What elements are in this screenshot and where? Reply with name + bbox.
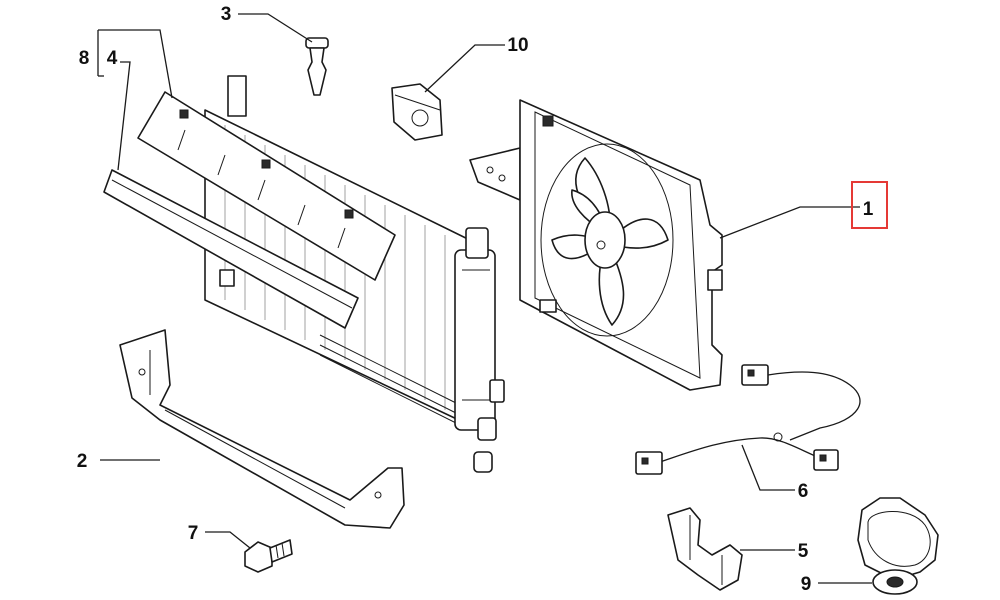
air-deflector-assembly bbox=[103, 91, 396, 329]
callout-leaders bbox=[97, 13, 872, 584]
wiring-harness bbox=[635, 364, 861, 475]
callout-9: 9 bbox=[801, 574, 812, 595]
callout-1: 1 bbox=[863, 199, 874, 220]
callout-4: 4 bbox=[107, 48, 118, 69]
callout-1-highlight-box bbox=[851, 181, 888, 229]
hex-bolt bbox=[244, 539, 293, 573]
hose-clip bbox=[857, 497, 939, 595]
clamp-bracket bbox=[667, 507, 743, 591]
callout-6: 6 bbox=[798, 481, 809, 502]
cooling-fan-assembly bbox=[469, 99, 723, 391]
lower-support-bracket bbox=[119, 329, 405, 529]
callout-8: 8 bbox=[79, 48, 90, 69]
callout-7: 7 bbox=[188, 523, 199, 544]
push-clip bbox=[305, 37, 329, 96]
spring-nut bbox=[391, 83, 443, 141]
callout-2: 2 bbox=[77, 451, 88, 472]
callout-10: 10 bbox=[507, 35, 528, 56]
callout-5: 5 bbox=[798, 541, 809, 562]
callout-3: 3 bbox=[221, 4, 232, 25]
